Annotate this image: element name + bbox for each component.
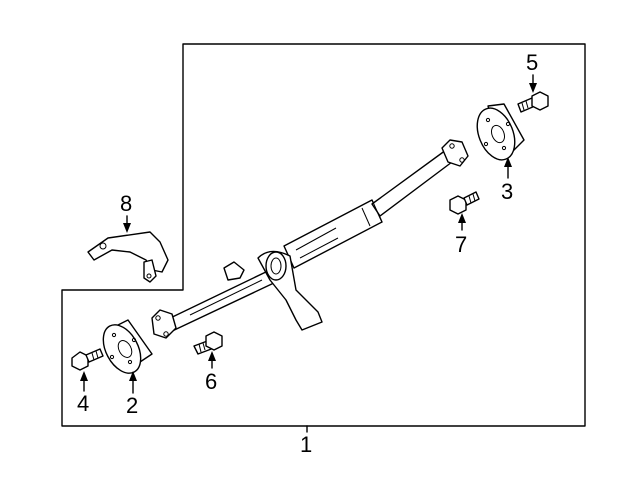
callout-8: 8 (120, 191, 132, 216)
flex-coupler-front (102, 319, 153, 374)
drive-shaft (151, 139, 469, 339)
callout-4: 4 (77, 391, 89, 416)
bolt-part-6 (193, 331, 223, 355)
callout-6: 6 (205, 369, 217, 394)
callout-5-arrow (529, 83, 537, 93)
callout-7-arrow (458, 213, 466, 223)
callout-1: 1 (300, 432, 312, 457)
callout-2-arrow (129, 371, 137, 381)
flex-coupler-rear (476, 103, 525, 161)
callout-8-arrow (123, 223, 131, 233)
callout-5: 5 (526, 50, 538, 75)
callout-3-arrow (504, 157, 512, 167)
bolt-part-5 (517, 91, 549, 113)
bolt-part-7 (449, 191, 480, 215)
callout-3: 3 (501, 179, 513, 204)
heat-shield-bracket (87, 231, 169, 283)
callout-7: 7 (455, 232, 467, 257)
callout-4-arrow (80, 371, 88, 381)
assembly-frame (61, 43, 586, 427)
callout-6-arrow (208, 351, 216, 361)
bolt-part-4 (71, 348, 104, 371)
callout-2: 2 (126, 393, 138, 418)
